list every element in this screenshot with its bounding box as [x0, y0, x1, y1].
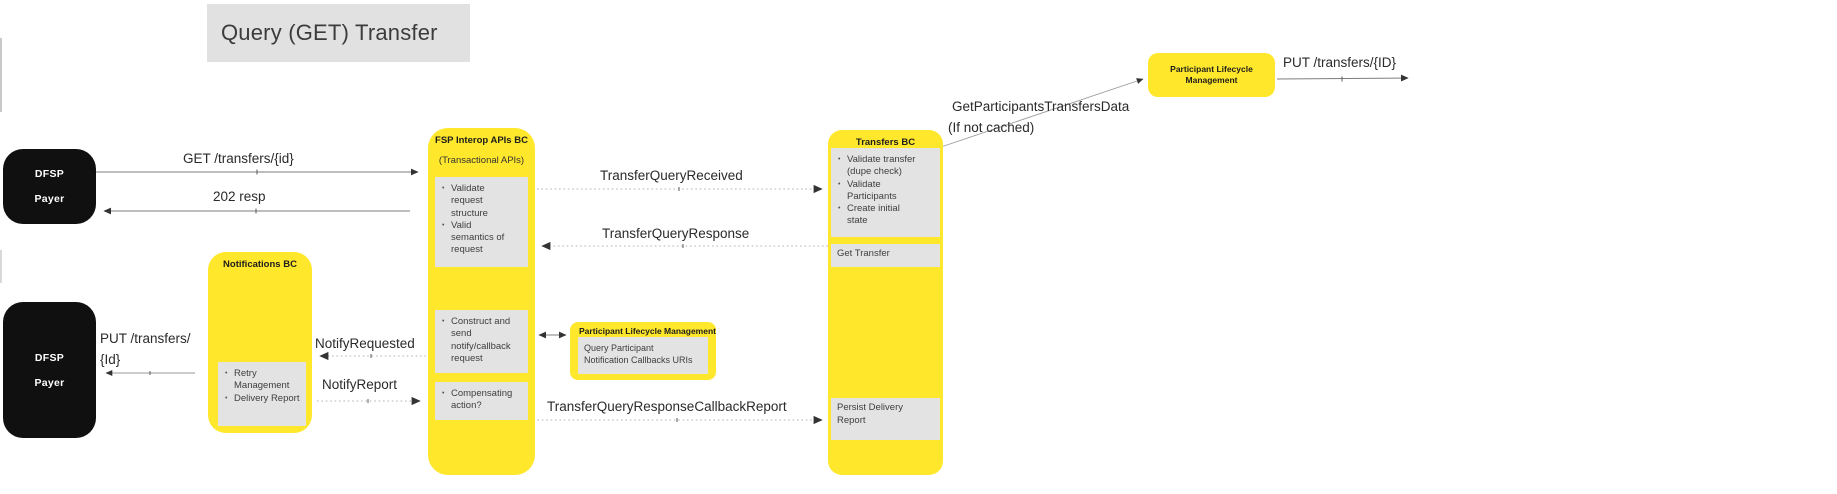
- task-item: Retry Management: [224, 368, 300, 393]
- fsp-compensate-task-box: Compensating action?: [435, 382, 528, 420]
- arrow-202-resp: [103, 207, 410, 215]
- clipped-edge-line-bottom: [0, 250, 2, 283]
- diagram-title: Query (GET) Transfer: [221, 20, 438, 45]
- diagram-title-box: Query (GET) Transfer: [207, 4, 470, 62]
- notifications-task-box: Retry ManagementDelivery Report: [218, 362, 306, 426]
- component-notifications-bc: Notifications BC Retry ManagementDeliver…: [208, 252, 312, 433]
- component-title: Participant Lifecycle Management: [579, 326, 716, 336]
- transfers-persist-delivery-box: Persist Delivery Report: [831, 398, 940, 440]
- component-title: Notifications BC: [223, 259, 297, 270]
- task-item: Valid semantics of request: [441, 220, 511, 257]
- arrow-transfer-query-response: [541, 241, 828, 251]
- label-callback-report: TransferQueryResponseCallbackReport: [547, 399, 787, 414]
- task-item: Compensating action?: [441, 388, 512, 413]
- task-list: Construct and send notify/callback reque…: [435, 310, 511, 371]
- arrow-transfer-query-received: [537, 184, 823, 194]
- component-subtitle: (Transactional APIs): [438, 155, 525, 166]
- component-title: FSP Interop APIs BC: [435, 135, 528, 146]
- task-item: Construct and send notify/callback reque…: [441, 316, 511, 365]
- actor-line: DFSP: [34, 168, 65, 180]
- label-transfer-query-received: TransferQueryReceived: [600, 168, 743, 183]
- task-item: Create initial state: [837, 203, 922, 228]
- actor-dfsp-payer-bottom: DFSP Payer: [3, 302, 96, 438]
- label-notify-requested: NotifyRequested: [315, 336, 415, 351]
- arrow-callback-report: [533, 415, 823, 425]
- fsp-validate-task-box: Validate request structureValid semantic…: [435, 177, 528, 267]
- actor-line: Payer: [34, 193, 65, 205]
- label-put-transfers-id-line2: {Id}: [100, 352, 121, 367]
- label-202-resp: 202 resp: [213, 189, 266, 204]
- task-item: Validate request structure: [441, 183, 511, 220]
- task-item: Validate Participants: [837, 179, 922, 204]
- task-list: Validate transfer (dupe check)Validate P…: [831, 148, 922, 234]
- component-transfers-bc: Transfers BC Validate transfer (dupe che…: [828, 130, 943, 475]
- task-item: Notification Callbacks URIs: [584, 355, 693, 365]
- actor-line: DFSP: [34, 351, 65, 364]
- label-get-transfers: GET /transfers/{id}: [183, 151, 294, 166]
- arrow-get-participants-data: [940, 78, 1144, 148]
- label-put-transfers-id-line1: PUT /transfers/: [100, 331, 191, 346]
- arrow-put-transfers-uc: [1276, 74, 1409, 82]
- task-list: Retry ManagementDelivery Report: [218, 362, 300, 411]
- transfers-validate-task-box: Validate transfer (dupe check)Validate P…: [831, 148, 940, 237]
- fsp-notify-task-box: Construct and send notify/callback reque…: [435, 310, 528, 373]
- actor-line: Payer: [34, 376, 65, 389]
- label-transfer-query-response: TransferQueryResponse: [602, 226, 750, 241]
- task-item: Query Participant: [584, 343, 654, 353]
- task-item: Validate transfer (dupe check): [837, 154, 922, 179]
- actor-dfsp-payer-top: DFSP Payer: [3, 149, 96, 224]
- label-put-transfers-uc: PUT /transfers/{ID}: [1283, 55, 1397, 70]
- label-get-participants-line1: GetParticipantsTransfersData: [952, 99, 1130, 114]
- clipped-edge-line-top: [0, 38, 2, 112]
- task-item: Delivery Report: [224, 393, 300, 406]
- component-fsp-interop-apis-bc: FSP Interop APIs BC (Transactional APIs)…: [428, 128, 535, 475]
- arrow-get-transfers: [96, 168, 419, 176]
- label-notify-report: NotifyReport: [322, 377, 398, 392]
- arrow-notify-requested: [319, 351, 426, 361]
- arrow-notify-report: [317, 396, 421, 406]
- arrow-put-transfers-id: [105, 369, 195, 377]
- transfers-get-transfer-box: Get Transfer: [831, 244, 940, 267]
- task-list: Compensating action?: [435, 382, 512, 419]
- component-plm-top: Participant Lifecycle Management: [1148, 53, 1275, 97]
- task-list: Validate request structureValid semantic…: [435, 177, 511, 263]
- component-plm-inline: Participant Lifecycle Management Query P…: [570, 322, 716, 380]
- label-get-participants-line2: (If not cached): [948, 120, 1035, 135]
- component-title: Transfers BC: [855, 137, 916, 148]
